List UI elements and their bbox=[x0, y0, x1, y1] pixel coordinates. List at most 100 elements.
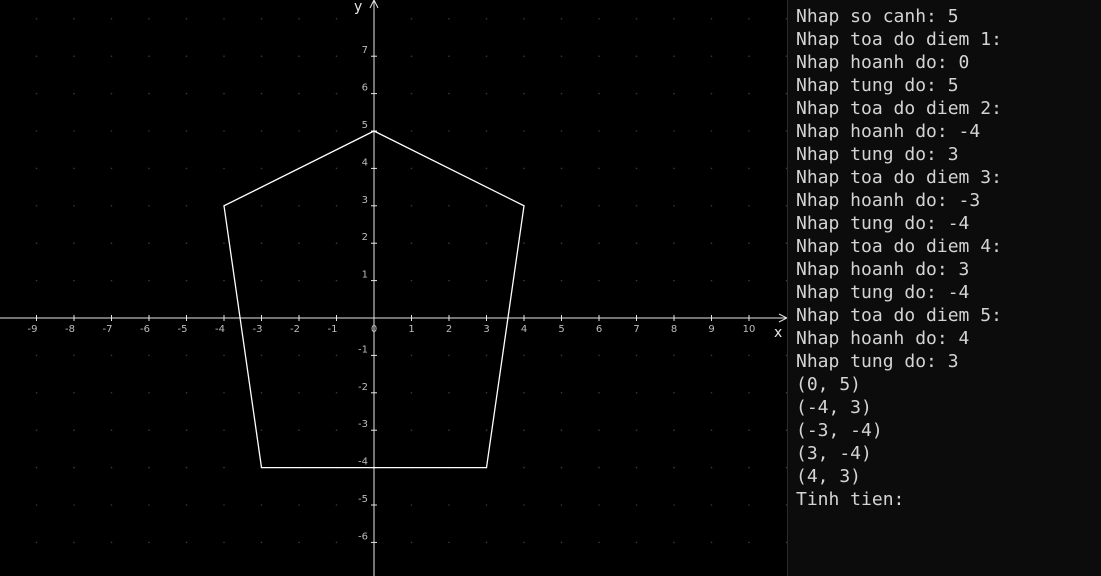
grid-dot bbox=[298, 18, 300, 20]
grid-dot bbox=[785, 429, 787, 431]
grid-dot bbox=[223, 429, 225, 432]
grid-dot bbox=[148, 55, 150, 57]
grid-dot bbox=[223, 504, 225, 506]
grid-dot bbox=[35, 242, 38, 244]
grid-dot bbox=[748, 279, 750, 282]
grid-dot bbox=[748, 504, 750, 506]
y-tick-label: 5 bbox=[362, 120, 368, 131]
grid-dot bbox=[335, 279, 338, 282]
grid-dot bbox=[710, 130, 713, 132]
console-line: Nhap toa do diem 4: bbox=[796, 236, 1002, 257]
grid-dot bbox=[635, 55, 638, 57]
x-tick-label: -3 bbox=[253, 324, 263, 335]
grid-dot bbox=[185, 167, 188, 170]
grid-dot bbox=[710, 392, 713, 394]
grid-dot bbox=[260, 354, 263, 357]
grid-dot bbox=[73, 429, 75, 432]
x-tick-label: -6 bbox=[140, 324, 150, 335]
grid-dot bbox=[710, 504, 713, 506]
grid-dot bbox=[710, 279, 713, 282]
grid-dot bbox=[635, 541, 638, 544]
grid-dot bbox=[710, 167, 713, 170]
grid-dot bbox=[73, 55, 75, 57]
grid-dot bbox=[148, 466, 150, 469]
grid-dot bbox=[448, 354, 450, 357]
grid-dot bbox=[485, 392, 488, 394]
grid-dot bbox=[635, 354, 638, 357]
console-line: Nhap toa do diem 3: bbox=[796, 167, 1002, 188]
grid-dot bbox=[448, 130, 450, 132]
grid-dot bbox=[710, 18, 713, 20]
grid-dot bbox=[410, 392, 413, 394]
y-tick-label: 1 bbox=[362, 270, 368, 281]
x-tick-label: 9 bbox=[708, 324, 714, 335]
grid-dot bbox=[335, 205, 338, 207]
grid-dot bbox=[35, 167, 38, 170]
grid-dot bbox=[785, 242, 787, 244]
grid-dot bbox=[110, 205, 113, 207]
grid-dot bbox=[260, 242, 263, 244]
grid-dot bbox=[410, 92, 413, 95]
grid-dot bbox=[748, 541, 750, 544]
grid-dot bbox=[73, 279, 75, 282]
grid-dot bbox=[710, 55, 713, 57]
grid-dot bbox=[448, 92, 450, 95]
grid-dot bbox=[448, 504, 450, 506]
y-tick-label: -1 bbox=[358, 344, 368, 355]
grid-dot bbox=[635, 242, 638, 244]
grid-dot bbox=[785, 55, 787, 57]
grid-dot bbox=[223, 92, 225, 95]
grid-dot bbox=[523, 130, 525, 132]
grid-dot bbox=[598, 55, 600, 57]
grid-dot bbox=[410, 55, 413, 57]
grid-dot bbox=[185, 466, 188, 469]
grid-dot bbox=[598, 18, 600, 20]
y-tick-label: -6 bbox=[358, 531, 368, 542]
grid-dot bbox=[298, 392, 300, 394]
grid-dot bbox=[148, 504, 150, 506]
grid-dot bbox=[73, 504, 75, 506]
grid-dot bbox=[673, 130, 675, 132]
grid-dot bbox=[485, 92, 488, 95]
grid-dot bbox=[523, 429, 525, 432]
grid-dot bbox=[560, 279, 563, 282]
x-tick-label: 1 bbox=[408, 324, 414, 335]
grid-dot bbox=[673, 242, 675, 244]
grid-dot bbox=[335, 242, 338, 244]
grid-dot bbox=[335, 354, 338, 357]
x-tick-label: 3 bbox=[483, 324, 489, 335]
grid-dot bbox=[635, 130, 638, 132]
grid-dot bbox=[673, 167, 675, 170]
grid-dot bbox=[485, 55, 488, 57]
grid-dot bbox=[148, 279, 150, 282]
grid-dot bbox=[410, 242, 413, 244]
grid-dot bbox=[260, 18, 263, 20]
console-line: Nhap tung do: -4 bbox=[796, 282, 970, 303]
grid-dot bbox=[485, 541, 488, 544]
grid-dot bbox=[560, 242, 563, 244]
grid-dot bbox=[260, 205, 263, 207]
grid-dot bbox=[448, 55, 450, 57]
console-line: (-4, 3) bbox=[796, 397, 872, 418]
grid-dot bbox=[785, 504, 787, 506]
grid-dot bbox=[35, 541, 38, 544]
grid-dot bbox=[448, 541, 450, 544]
x-tick-label: 0 bbox=[371, 324, 377, 335]
grid-dot bbox=[110, 167, 113, 170]
grid-dot bbox=[223, 466, 225, 469]
grid-dot bbox=[523, 167, 525, 170]
grid-dot bbox=[448, 279, 450, 282]
grid-dot bbox=[260, 55, 263, 57]
grid-dot bbox=[485, 429, 488, 432]
grid-dot bbox=[785, 167, 787, 170]
grid-dot bbox=[298, 205, 300, 207]
grid-dot bbox=[35, 429, 38, 432]
grid-dot bbox=[673, 466, 675, 469]
grid-dot bbox=[560, 354, 563, 357]
console-line: Nhap so canh: 5 bbox=[796, 6, 959, 27]
grid-dot bbox=[523, 18, 525, 20]
grid-dot bbox=[223, 279, 225, 282]
grid-dot bbox=[523, 242, 525, 244]
grid-dot bbox=[598, 354, 600, 357]
